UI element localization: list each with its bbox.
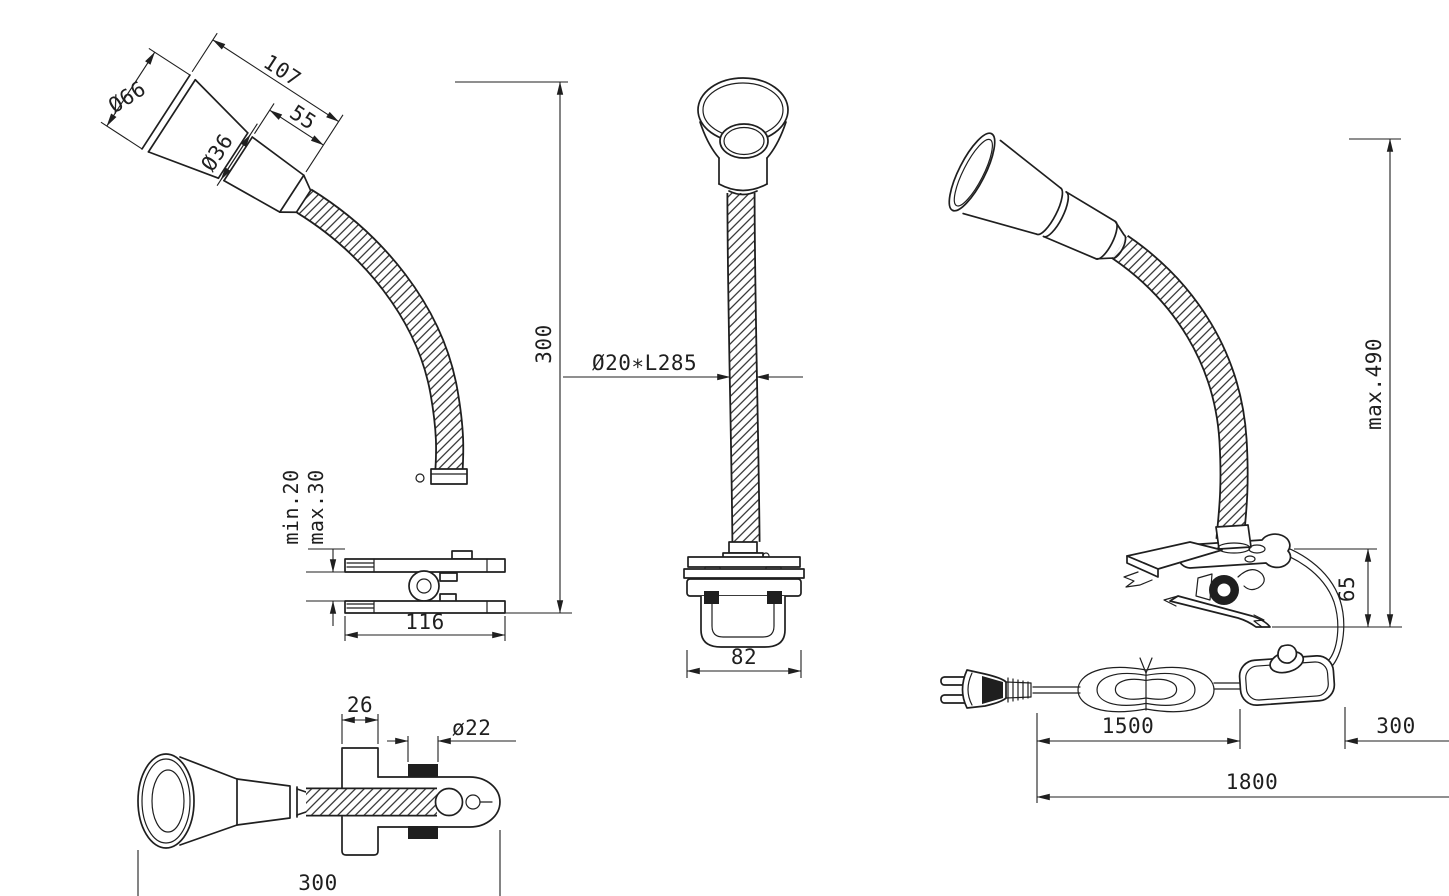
dim-label-cable300: 300 <box>1376 714 1415 738</box>
dim-label-min20: min.20 <box>279 469 303 544</box>
persp-dim-300: 300 <box>1344 707 1449 749</box>
top-dim-d22: ø22 <box>387 716 516 762</box>
side-clamp <box>344 468 506 614</box>
dim-label-1800: 1800 <box>1226 770 1279 794</box>
top-clamp-body <box>377 764 501 839</box>
dim-label-max490: max.490 <box>1362 338 1386 430</box>
side-dim-height-300: 300 <box>455 81 572 614</box>
persp-dim-65: 65 <box>1294 548 1377 628</box>
top-lamp-shade <box>137 753 307 849</box>
dim-label-26: 26 <box>347 693 373 717</box>
persp-dim-max490: max.490 <box>1349 138 1401 628</box>
dim-label-tube: Ø20∗L285 <box>592 351 697 375</box>
front-view: Ø20∗L285 82 <box>563 77 805 678</box>
side-view: 107 55 Ø36 Ø66 300 <box>100 32 572 641</box>
front-dim-width-82: 82 <box>686 645 802 678</box>
top-dim-300: 300 <box>137 830 501 896</box>
persp-dim-1800: 1800 <box>1036 749 1449 803</box>
dim-label-1500: 1500 <box>1102 714 1155 738</box>
dim-label-max30: max.30 <box>304 469 328 544</box>
dim-label-d22: ø22 <box>452 716 491 740</box>
front-clamp <box>683 541 805 648</box>
top-dim-26: 26 <box>341 693 379 744</box>
inline-switch <box>1238 644 1336 706</box>
top-view: 26 ø22 300 <box>137 693 516 896</box>
dim-label-55: 55 <box>286 100 321 134</box>
dim-label-300: 300 <box>532 324 556 363</box>
front-gooseneck <box>726 192 761 543</box>
side-dim-clamp-opening: min.20 max.30 <box>279 469 345 626</box>
persp-dim-1500: 1500 <box>1036 709 1241 749</box>
side-gooseneck <box>296 188 465 471</box>
front-dim-tube: Ø20∗L285 <box>563 351 803 381</box>
dim-label-82: 82 <box>731 645 757 669</box>
side-dim-width-116: 116 <box>344 610 506 641</box>
top-clamp-plate <box>341 747 379 856</box>
perspective-view: max.490 65 <box>940 132 1449 803</box>
dim-label-top300: 300 <box>298 871 337 895</box>
cable-coil <box>1077 657 1215 713</box>
front-lamp-shade <box>697 77 789 196</box>
persp-clamp <box>1123 524 1292 628</box>
persp-gooseneck <box>1111 235 1249 542</box>
dim-label-65: 65 <box>1335 576 1359 602</box>
persp-lamp-head <box>948 132 1127 260</box>
dim-label-116: 116 <box>405 610 444 634</box>
power-plug <box>940 669 1032 709</box>
power-cord <box>1032 682 1245 694</box>
dim-label-d66: Ø66 <box>104 76 150 118</box>
